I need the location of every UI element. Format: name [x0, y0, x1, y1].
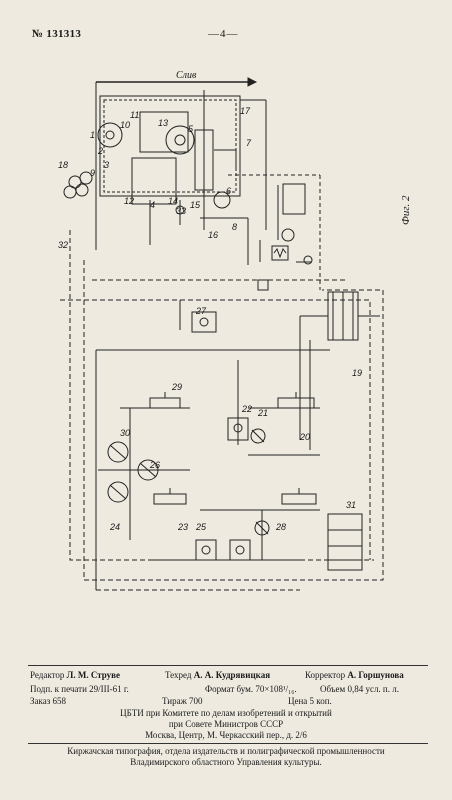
page-number: —4—	[208, 28, 239, 40]
callout-10: 10	[120, 120, 131, 130]
callout-9: 9	[90, 168, 96, 178]
drain-label: Слив	[176, 70, 197, 81]
callout-8: 8	[232, 222, 238, 232]
callout-20: 20	[300, 432, 311, 442]
callout-27: 27	[196, 306, 207, 316]
callout-25: 25	[196, 522, 207, 532]
callout-28: 28	[276, 522, 287, 532]
paper-format: Формат бум. 70×108¹/₁₆.	[205, 684, 297, 694]
callout-13: 13	[158, 118, 169, 128]
callout-33: 33	[176, 206, 187, 216]
callout-17: 17	[240, 106, 251, 116]
callout-2: 2	[98, 146, 104, 156]
callout-3: 3	[104, 160, 110, 170]
bottom-rule	[28, 743, 428, 744]
callout-31: 31	[346, 500, 357, 510]
patent-number: № 131313	[32, 28, 82, 40]
circulation: Тираж 700	[162, 696, 203, 706]
callout-26: 26	[150, 460, 161, 470]
callout-6: 6	[226, 186, 232, 196]
print-volume: Объем 0,84 усл. п. л.	[320, 684, 399, 694]
callout-18: 18	[58, 160, 69, 170]
callout-23: 23	[178, 522, 189, 532]
editor-credit: Редактор Л. М. Струве	[30, 670, 121, 680]
callout-5: 5	[188, 124, 194, 134]
callout-11: 11	[130, 110, 140, 120]
callout-29: 29	[172, 382, 183, 392]
techred-credit: Техред А. А. Кудрявицкая	[165, 670, 271, 680]
price: Цена 5 коп.	[288, 696, 332, 706]
signed-date: Подп. к печати 29/III-61 г.	[30, 684, 129, 694]
publisher-address: Москва, Центр, М. Черкасский пер., д. 2/…	[145, 730, 307, 740]
callout-4: 4	[150, 200, 156, 210]
callout-32: 32	[58, 240, 69, 250]
callout-16: 16	[208, 230, 219, 240]
printer-line-1: Киржачская типография, отдела издательст…	[67, 746, 385, 756]
printer-line-2: Владимирского областного Управления куль…	[130, 757, 322, 767]
callout-14: 14	[168, 196, 179, 206]
callout-19: 19	[352, 368, 363, 378]
corrector-credit: Корректор А. Горшунова	[305, 670, 404, 680]
order-number: Заказ 658	[30, 696, 67, 706]
figure-label: Фиг. 2	[400, 195, 412, 226]
callout-30: 30	[120, 428, 131, 438]
callout-1: 1	[90, 130, 96, 140]
callout-24: 24	[110, 522, 121, 532]
technical-diagram	[60, 77, 384, 591]
callout-15: 15	[190, 200, 201, 210]
callout-22: 22	[242, 404, 253, 414]
callout-12: 12	[124, 196, 135, 206]
callout-21: 21	[258, 408, 269, 418]
top-rule	[28, 665, 428, 666]
publisher-line-1: ЦБТИ при Комитете по делам изобретений и…	[120, 708, 332, 718]
callout-7: 7	[246, 138, 252, 148]
publisher-line-2: при Совете Министров СССР	[168, 719, 284, 729]
